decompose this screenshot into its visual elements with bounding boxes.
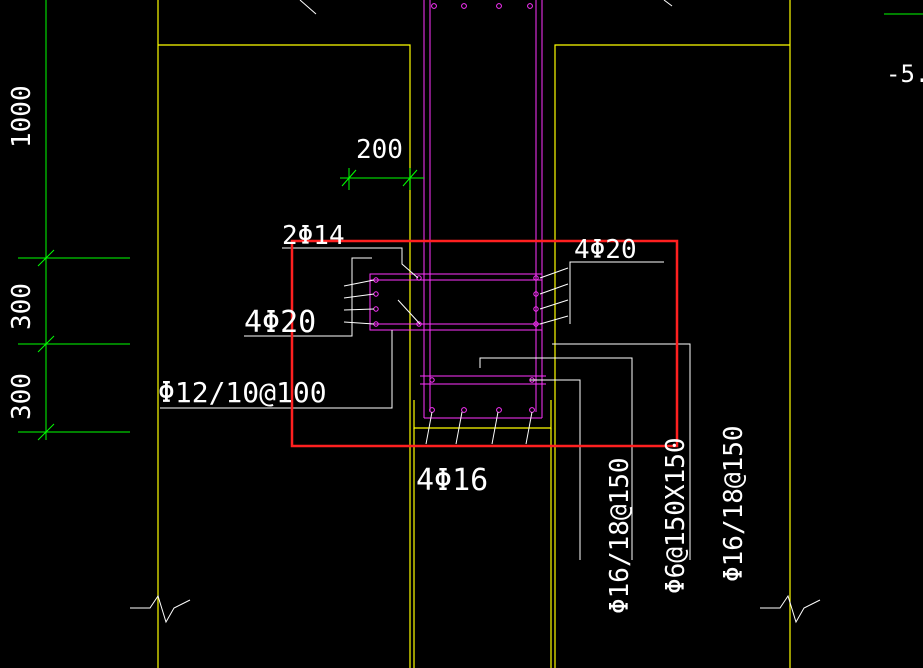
dim-tick-2 bbox=[37, 335, 55, 353]
leader-4phi16 bbox=[425, 411, 433, 445]
leader-link bbox=[397, 299, 421, 325]
leader-lines bbox=[160, 0, 691, 560]
right-wall-outline bbox=[554, 44, 790, 668]
rebar-phi6-label: Φ6@150X150 bbox=[661, 437, 691, 594]
bar-4phi20-right-label: 4Φ20 bbox=[574, 235, 637, 265]
rebar-dot bbox=[529, 407, 535, 413]
rebar-dot bbox=[533, 291, 539, 297]
break-line-left bbox=[130, 594, 191, 624]
leader-fan bbox=[539, 315, 569, 325]
leader-phi12 bbox=[160, 330, 393, 409]
slab-hatch bbox=[663, 0, 673, 7]
leader-fan bbox=[539, 283, 569, 295]
dim-tick-1 bbox=[37, 249, 55, 267]
rebar-phi16-18-a-label: Φ16/18@150 bbox=[605, 457, 635, 614]
leader-fan bbox=[343, 308, 375, 311]
slab-hatch bbox=[299, 0, 317, 15]
rebar-dot bbox=[416, 321, 422, 327]
leader-fan bbox=[343, 321, 375, 325]
leader-2phi14 bbox=[282, 247, 419, 279]
rebar-phi16-18-b-label: Φ16/18@150 bbox=[719, 425, 749, 582]
rebar-dot bbox=[533, 275, 539, 281]
dimension-lines bbox=[18, 0, 923, 441]
highlight-box bbox=[290, 239, 679, 448]
leader-phi16-b bbox=[552, 343, 691, 560]
break-lines bbox=[130, 594, 821, 624]
elevation-label: -5.3 bbox=[886, 60, 923, 88]
dim-300-upper-label: 300 bbox=[7, 283, 37, 330]
rebar-dot bbox=[416, 275, 422, 281]
leader-4phi16 bbox=[455, 411, 463, 445]
rebar-dot bbox=[496, 407, 502, 413]
rebar-dot bbox=[496, 3, 502, 9]
dim-300-lower-label: 300 bbox=[7, 373, 37, 420]
stirrup-phi12-label: Φ12/10@100 bbox=[158, 376, 327, 409]
bar-4phi16-label: 4Φ16 bbox=[416, 463, 488, 498]
leader-phi16-a bbox=[479, 357, 633, 560]
leader-fan bbox=[539, 299, 569, 310]
leader-4phi16 bbox=[491, 411, 499, 445]
leader-fan bbox=[539, 267, 569, 279]
rebar-dot bbox=[373, 306, 379, 312]
dim-200-tick-right bbox=[402, 169, 418, 187]
leader-fan bbox=[343, 279, 375, 287]
beam-stirrup-box bbox=[369, 273, 543, 331]
break-line-right bbox=[760, 594, 821, 624]
bar-4phi20-left-label: 4Φ20 bbox=[244, 305, 316, 340]
dim-200-tick-left bbox=[341, 169, 357, 187]
rebar-dot bbox=[431, 3, 437, 9]
rebar-dot bbox=[533, 306, 539, 312]
leader-phi6 bbox=[530, 379, 581, 560]
bar-2phi14-label: 2Φ14 bbox=[282, 221, 345, 251]
rebar-dot bbox=[527, 3, 533, 9]
rebar-dot bbox=[461, 407, 467, 413]
dim-200-label: 200 bbox=[356, 135, 403, 165]
rebar-dot bbox=[533, 321, 539, 327]
concrete-outline bbox=[157, 0, 791, 668]
rebar-group bbox=[369, 0, 546, 419]
rebar-dot bbox=[429, 377, 435, 383]
beam-bottom-notch bbox=[413, 400, 552, 429]
left-wall-outline bbox=[158, 44, 411, 668]
rebar-dot bbox=[461, 3, 467, 9]
rebar-dot bbox=[373, 291, 379, 297]
dim-tick-3 bbox=[37, 423, 55, 441]
leader-4phi20-right bbox=[569, 261, 664, 324]
leader-4phi16 bbox=[525, 411, 533, 445]
leader-fan bbox=[343, 293, 375, 299]
dim-1000-label: 1000 bbox=[7, 85, 37, 148]
